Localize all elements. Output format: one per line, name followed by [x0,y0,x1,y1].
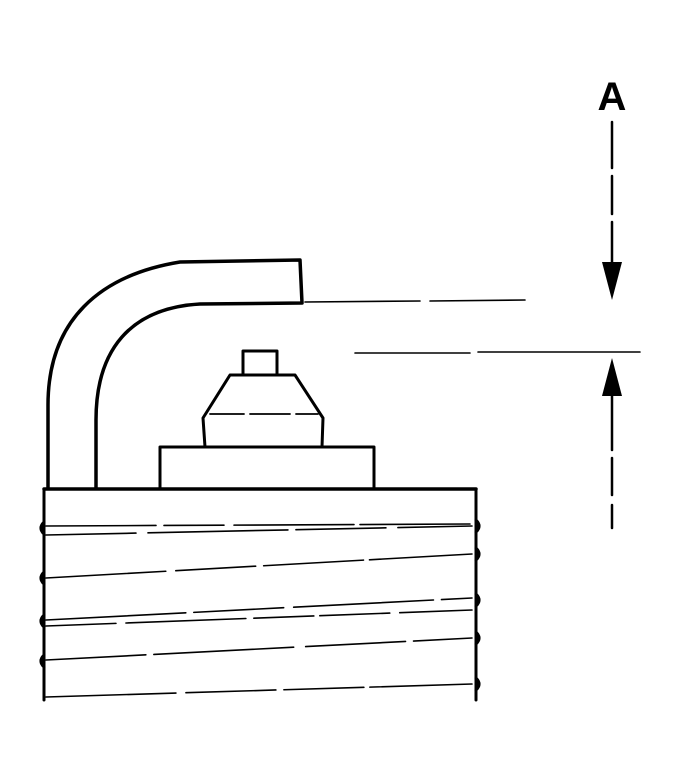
arrowhead-down [602,262,622,300]
arrowhead-up [602,358,622,396]
extension-lines [304,299,641,354]
insulator-base [158,445,376,491]
dimension-label-a: A [598,75,627,119]
dimension-arrow-bottom [602,358,622,530]
ground-electrode [46,258,304,490]
dimension-arrow-top [602,120,622,300]
threaded-shell [39,487,481,702]
center-electrode [201,349,325,449]
